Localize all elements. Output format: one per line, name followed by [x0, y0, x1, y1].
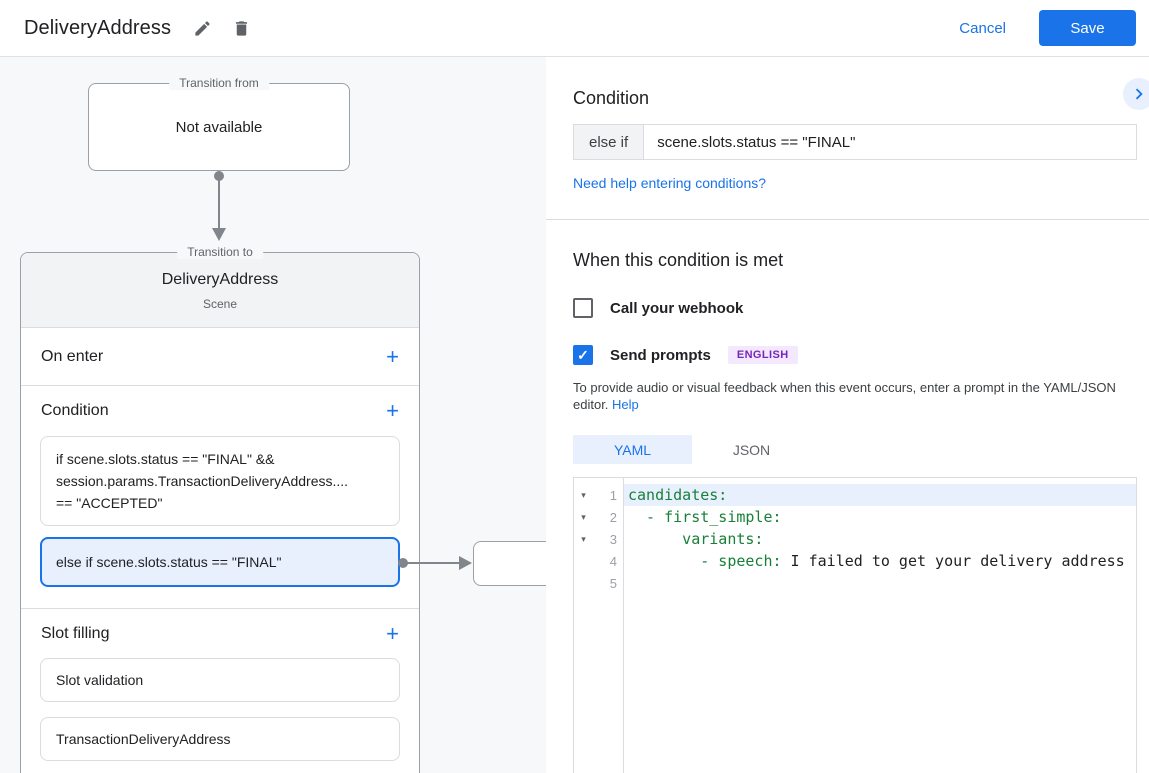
scene-card-header[interactable]: DeliveryAddress Scene — [21, 253, 419, 328]
condition-expression-input[interactable] — [643, 124, 1137, 160]
code-line[interactable] — [624, 572, 1136, 594]
line-number: 2 — [609, 509, 617, 525]
add-on-enter-icon[interactable]: + — [386, 343, 399, 369]
tab-yaml[interactable]: YAML — [573, 435, 692, 464]
slot-filling-section: Slot filling + Slot validation Transacti… — [21, 608, 419, 761]
condition-item-if[interactable]: if scene.slots.status == "FINAL" && sess… — [40, 436, 400, 526]
condition-expression-row: else if — [573, 124, 1137, 160]
add-slot-icon[interactable]: + — [386, 620, 399, 646]
delete-icon[interactable] — [228, 15, 255, 42]
slot-transaction-item[interactable]: TransactionDeliveryAddress — [40, 717, 400, 761]
check-icon: ✓ — [577, 346, 589, 363]
fold-icon[interactable]: ▾ — [581, 533, 586, 544]
fold-icon[interactable]: ▾ — [581, 489, 586, 500]
collapse-panel-button[interactable] — [1123, 78, 1149, 110]
scene-name: DeliveryAddress — [161, 271, 279, 288]
editor-code-area[interactable]: candidates: - first_simple: variants: - … — [624, 478, 1136, 773]
on-enter-row[interactable]: On enter + — [21, 328, 419, 385]
code-line[interactable]: - speech: I failed to get your delivery … — [628, 552, 1125, 570]
chevron-right-icon — [1135, 88, 1143, 100]
line-number: 1 — [609, 487, 617, 503]
send-prompts-row: ✓ Send prompts ENGLISH — [573, 345, 1137, 365]
send-prompts-checkbox[interactable]: ✓ — [573, 345, 593, 365]
add-condition-icon[interactable]: + — [386, 397, 399, 423]
send-prompts-label: Send prompts — [610, 346, 711, 364]
line-number: 5 — [609, 575, 617, 591]
condition-detail-panel: Condition else if Need help entering con… — [546, 57, 1149, 773]
code-line[interactable]: variants: — [628, 530, 764, 548]
edit-icon[interactable] — [189, 15, 216, 42]
slot-validation-item[interactable]: Slot validation — [40, 658, 400, 702]
transition-to-legend: Transition to — [177, 245, 263, 259]
line-number: 4 — [609, 553, 617, 569]
line-number: 3 — [609, 531, 617, 547]
editor-gutter: ▾ 1 ▾ 2 ▾ 3 4 5 — [574, 478, 624, 773]
condition-prefix: else if — [573, 124, 644, 160]
webhook-checkbox[interactable] — [573, 298, 593, 318]
scene-card: Transition to DeliveryAddress Scene On e… — [20, 245, 420, 773]
condition-heading: Condition — [573, 88, 650, 108]
page-title: DeliveryAddress — [24, 16, 172, 39]
fold-icon[interactable]: ▾ — [581, 511, 586, 522]
scene-diagram: Transition from Not available Transition… — [0, 57, 546, 773]
tab-json[interactable]: JSON — [732, 441, 771, 458]
editor-tabs: YAML JSON — [573, 435, 1137, 464]
condition-item-elseif-selected[interactable]: else if scene.slots.status == "FINAL" — [40, 537, 400, 587]
yaml-code-editor[interactable]: ▾ 1 ▾ 2 ▾ 3 4 5 candidates: - first_simple:… — [573, 477, 1137, 773]
on-enter-label: On enter — [41, 347, 104, 365]
scene-type-label: Scene — [202, 297, 238, 311]
cancel-button[interactable]: Cancel — [947, 12, 1018, 45]
slot-filling-label: Slot filling — [41, 624, 110, 642]
condition-section: Condition + if scene.slots.status == "FI… — [21, 385, 419, 587]
webhook-label: Call your webhook — [610, 299, 744, 317]
transition-from-text: Not available — [175, 118, 263, 136]
transition-from-node[interactable]: Transition from Not available — [88, 76, 350, 171]
code-line[interactable]: candidates: — [624, 484, 1136, 506]
condition-help-link[interactable]: Need help entering conditions? — [573, 175, 767, 191]
language-badge: ENGLISH — [727, 346, 798, 364]
section-divider — [546, 219, 1149, 220]
help-link[interactable]: Help — [612, 397, 639, 412]
save-button[interactable]: Save — [1039, 10, 1136, 46]
when-met-heading: When this condition is met — [573, 250, 784, 270]
transition-target-node[interactable] — [473, 541, 546, 586]
condition-section-label: Condition — [41, 401, 109, 419]
prompt-description: To provide audio or visual feedback when… — [573, 380, 1116, 412]
top-header: DeliveryAddress Cancel Save — [0, 0, 1149, 57]
code-line[interactable]: - first_simple: — [628, 508, 782, 526]
webhook-row: Call your webhook — [573, 298, 1137, 318]
transition-from-legend: Transition from — [169, 76, 269, 90]
